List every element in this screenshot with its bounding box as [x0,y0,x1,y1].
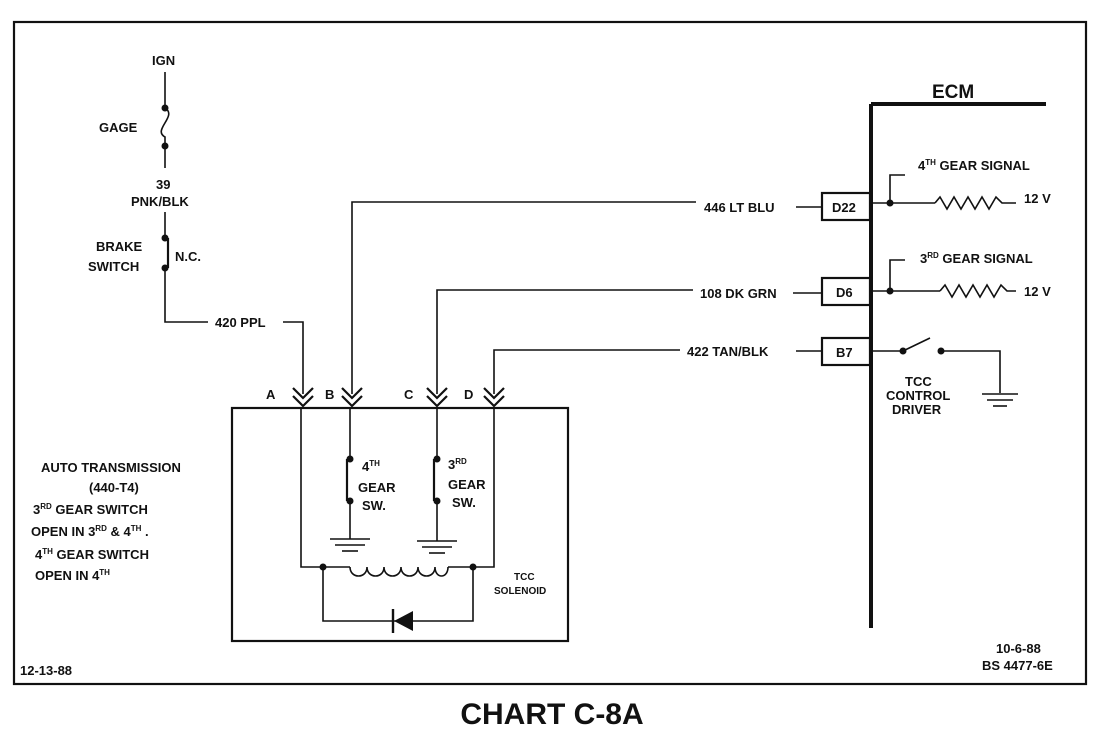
note-line-5: 4TH GEAR SWITCH [35,547,149,562]
connector-c [426,387,448,408]
wire-422 [493,349,680,394]
pin-b7-box [820,336,872,367]
connector-d [483,387,505,408]
pin-b7-label: B7 [836,345,853,360]
brake-terminal-top [161,234,169,242]
sig3-node [886,287,894,295]
date-left: 12-13-88 [20,663,72,678]
sw4-label-2: GEAR [358,480,396,495]
tcc-driver-2: CONTROL [886,388,950,403]
wire-d-internal [448,408,495,568]
wire422-label: 422 TAN/BLK [687,344,769,359]
nc-label: N.C. [175,249,201,264]
note-title: AUTO TRANSMISSION [41,460,181,475]
transmission-box [230,406,570,643]
pin-d6-label: D6 [836,285,853,300]
note-model: (440-T4) [89,480,139,495]
diagram-border [12,20,1088,686]
tcc-solenoid-coil [349,566,449,577]
conn-b-label: B [325,387,334,402]
tcc-solenoid-label-2: SOLENOID [494,586,546,597]
sw3-label-3: SW. [452,495,476,510]
wire-446 [351,201,696,394]
sig3-label: 3RD GEAR SIGNAL [920,251,1033,266]
tcc-driver-1: TCC [905,374,932,389]
conn-d-label: D [464,387,473,402]
pin-d6-box [820,276,872,307]
chart-caption: CHART C-8A [460,698,644,731]
tcc-solenoid-label-1: TCC [514,572,535,583]
v12-a-label: 12 V [1024,191,1051,206]
wire39-color: PNK/BLK [131,194,189,209]
sw3-label-1: 3RD [448,457,467,472]
sig4-tap [889,174,905,203]
conn-a-label: A [266,387,276,402]
wire-420-right [283,321,304,394]
sw4-label-1: 4TH [362,459,380,474]
wire-108 [436,289,693,394]
doc-code: BS 4477-6E [982,658,1053,673]
brake-label-1: BRAKE [96,239,143,254]
connector-b [341,387,363,408]
date-right: 10-6-88 [996,641,1041,656]
diode-icon [394,611,413,631]
resistor-3rd [939,283,1016,299]
wiring-diagram: IGN GAGE 39 PNK/BLK BRAKE SWITCH N.C. 42… [12,20,1088,686]
wire-420-left [164,268,208,323]
pin-d22-label: D22 [832,200,856,215]
driver-ground-wire [941,350,1001,393]
sig3-tap [889,259,905,291]
sig4-node [886,199,894,207]
v12-b-label: 12 V [1024,284,1051,299]
diode-loop [322,567,474,622]
sig4-label: 4TH GEAR SIGNAL [918,158,1030,173]
sw4-label-3: SW. [362,498,386,513]
brake-label-2: SWITCH [88,259,139,274]
driver-switch-blade [902,337,931,352]
tcc-driver-3: DRIVER [892,402,942,417]
sw3-terminal-top [433,455,441,463]
ign-label: IGN [152,53,175,68]
resistor-4th [934,195,1016,211]
gage-label: GAGE [99,120,138,135]
gage-fuse [160,107,170,146]
ecm-label: ECM [932,82,974,103]
note-line-3: 3RD GEAR SWITCH [33,502,148,517]
sw3-label-2: GEAR [448,477,486,492]
pin-d22-box [820,191,872,222]
sw4-terminal-top [346,455,354,463]
wire39-number: 39 [156,177,170,192]
note-line-4: OPEN IN 3RD & 4TH . [31,524,149,539]
note-line-6: OPEN IN 4TH [35,568,110,583]
wire446-label: 446 LT BLU [704,200,775,215]
wire420-label: 420 PPL [215,315,266,330]
connector-a [292,387,314,408]
conn-c-label: C [404,387,414,402]
wire-a-internal [300,408,350,568]
wire108-label: 108 DK GRN [700,286,777,301]
